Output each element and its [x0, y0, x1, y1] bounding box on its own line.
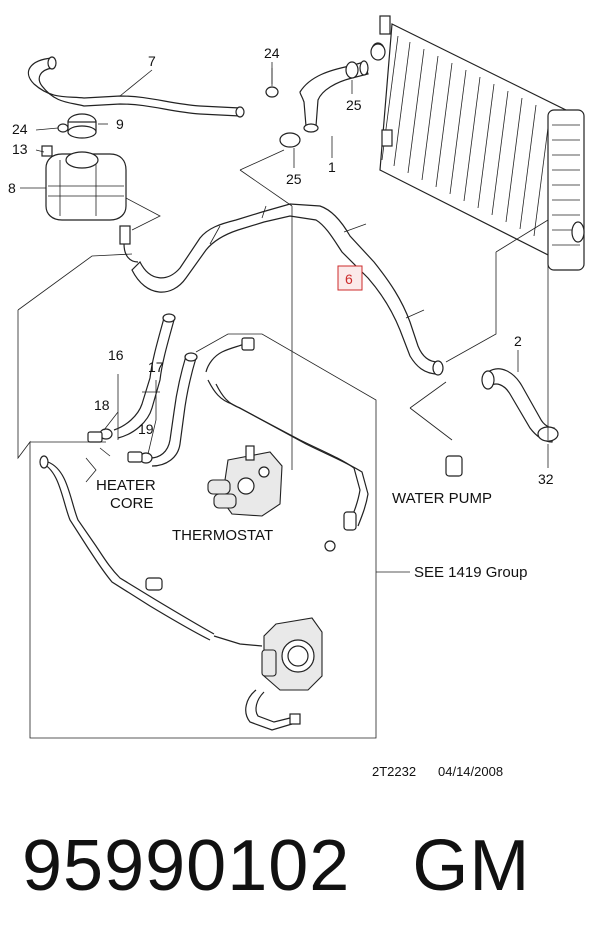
heater-hose-17: [149, 352, 198, 467]
coolant-reservoir: [45, 151, 139, 263]
callout-7: 7: [148, 53, 156, 69]
callout-24-top: 24: [264, 45, 280, 61]
callout-9: 9: [116, 116, 124, 132]
callout-25-lower: 25: [286, 171, 302, 187]
callout-numbers: 7 24 25 24 9 13 1 8 25 16 17 18 19 2 32: [8, 45, 554, 487]
water-pump-label: WATER PUMP: [392, 490, 492, 507]
heater-hose-16: [113, 313, 176, 439]
clamp-25-lower: [279, 132, 301, 148]
callout-19: 19: [138, 421, 154, 437]
hose-clip-24-left: [57, 123, 69, 133]
part-number: 95990102: [22, 826, 351, 906]
clamp-25-upper: [345, 61, 359, 79]
callout-25-top: 25: [346, 97, 362, 113]
callout-2: 2: [514, 333, 522, 349]
hose-2: [481, 368, 555, 443]
leader-lines: [20, 62, 549, 468]
radiator-inlet: [370, 43, 386, 61]
thermostat-label: THERMOSTAT: [172, 527, 273, 544]
callout-13: 13: [12, 141, 28, 157]
callout-8: 8: [8, 180, 16, 196]
heater-core-label-line1: HEATER: [96, 477, 156, 494]
radiator: [371, 15, 585, 271]
inset-box-lines: [17, 149, 549, 739]
hose-7: [28, 56, 245, 118]
hose-6: [131, 203, 444, 376]
inset-coolant-lines: [39, 337, 369, 647]
callout-16: 16: [108, 347, 124, 363]
callout-24-left: 24: [12, 121, 28, 137]
cooling-system-exploded-diagram: 7 24 25 24 9 13 1 8 25 16 17 18 19 2 32 …: [8, 15, 585, 779]
callout-1: 1: [328, 159, 336, 175]
throttle-body: [245, 617, 323, 731]
heater-core-pipes: [87, 431, 143, 463]
callout-32: 32: [538, 471, 554, 487]
water-pump-fitting: [445, 455, 463, 477]
heater-core-label-line2: CORE: [110, 495, 153, 512]
bracket-13: [41, 145, 53, 157]
drawing-date: 04/14/2008: [438, 764, 503, 779]
callout-6: 6: [345, 271, 353, 287]
thermostat-housing: [207, 445, 283, 517]
callout-18: 18: [94, 397, 110, 413]
callout-6-highlight: 6: [337, 265, 363, 291]
callout-17: 17: [148, 359, 164, 375]
brand-name: GM: [412, 826, 531, 906]
see-group-label: SEE 1419 Group: [414, 564, 527, 581]
drawing-id: 2T2232: [372, 764, 416, 779]
reservoir-cap: [67, 113, 97, 139]
